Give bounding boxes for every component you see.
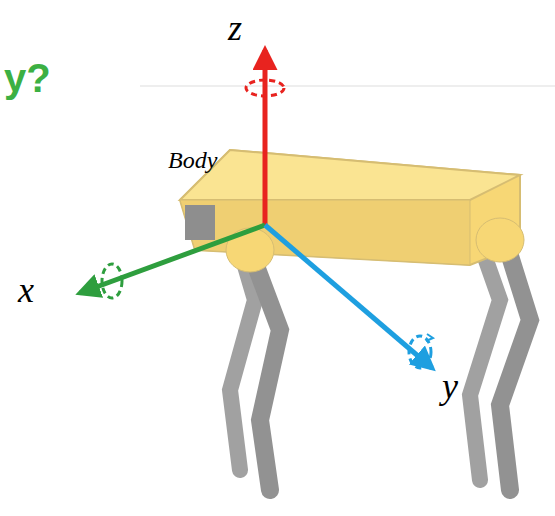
axis-name: y [442,368,458,404]
cut-heading: y? [4,58,51,98]
z-axis [263,50,268,225]
y-axis [265,225,432,368]
frame-name: Body [168,148,217,172]
x-axis [80,225,265,293]
backdrop-edge [140,86,555,87]
rotation-marker [102,264,122,298]
rotation-arrow [426,334,433,341]
rotation-marker [246,80,284,96]
robot-figure [180,150,530,490]
axis-name: z [228,10,242,46]
axis-name: x [18,272,34,308]
